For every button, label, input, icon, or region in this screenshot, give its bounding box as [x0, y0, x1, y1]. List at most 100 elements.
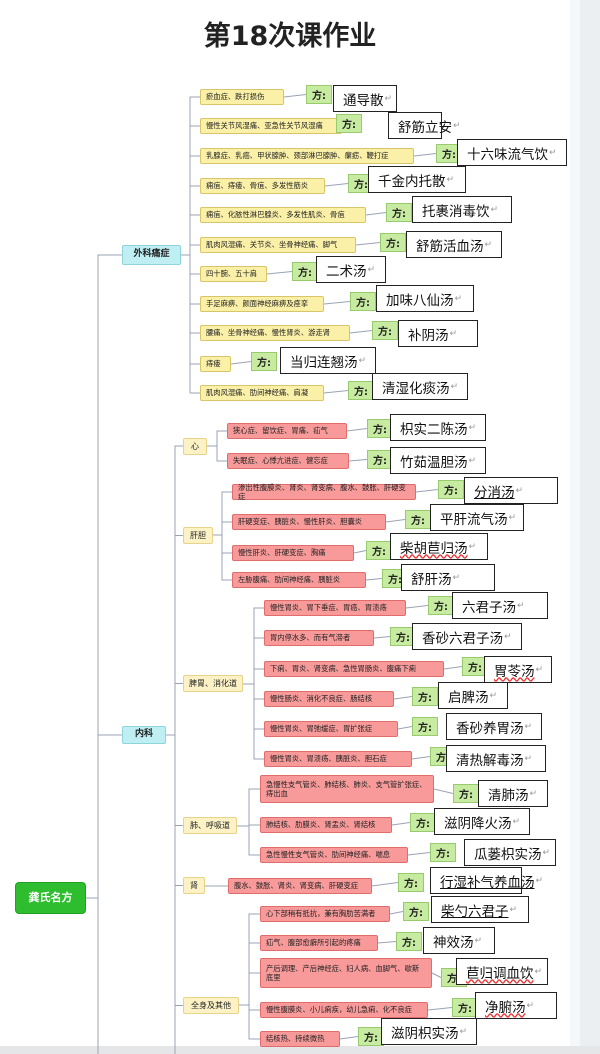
formula-textbox-r22[interactable]: 香砂养胃汤↵ — [446, 713, 542, 740]
formula-textbox-r18[interactable]: 六君子汤↵ — [452, 592, 548, 619]
condition-r12[interactable]: 狭心症、留饮症、胃痛、疝气 — [227, 423, 347, 439]
fang-label[interactable]: 方: — [412, 717, 438, 736]
formula-textbox-r19[interactable]: 香砂六君子汤↵ — [412, 623, 522, 650]
formula-textbox-r2[interactable]: 舒筋立安↵ — [388, 112, 461, 139]
subgroup-xin[interactable]: 心 — [183, 438, 207, 455]
formula-textbox-r6[interactable]: 舒筋活血汤↵ — [406, 231, 502, 258]
condition-r10[interactable]: 痔瘘 — [200, 356, 231, 372]
formula-textbox-r8[interactable]: 加味八仙汤↵ — [376, 285, 474, 312]
formula-textbox-r7[interactable]: 二术汤↵ — [316, 256, 386, 283]
subgroup-fei[interactable]: 肺、呼吸道 — [183, 817, 237, 834]
fang-label[interactable]: 方: — [430, 843, 456, 862]
formula-textbox-r30[interactable]: 苣归调血饮↵ — [456, 958, 548, 985]
formula-textbox-r17[interactable]: 舒肝汤↵ — [401, 564, 495, 591]
condition-r4[interactable]: 痈疽、痔瘘、骨疽、多发性筋炎 — [200, 178, 325, 194]
fang-label[interactable]: 方: — [438, 480, 464, 499]
fang-label[interactable]: 方: — [462, 657, 488, 676]
formula-textbox-r28[interactable]: 柴勺六君子↵ — [431, 896, 529, 923]
fang-label[interactable]: 方: — [251, 352, 277, 371]
fang-label[interactable]: 方: — [372, 321, 398, 340]
fang-label[interactable]: 方: — [405, 510, 431, 529]
condition-r15[interactable]: 肝硬变症、胰脏炎、慢性肝炎、胆囊炎 — [232, 514, 386, 530]
fang-label[interactable]: 方: — [453, 784, 479, 803]
fang-label[interactable]: 方: — [336, 114, 362, 133]
fang-label[interactable]: 方: — [410, 813, 436, 832]
formula-textbox-r32[interactable]: 滋阴枳实汤↵ — [381, 1018, 477, 1045]
paragraph-mark: ↵ — [453, 120, 461, 131]
fang-label[interactable]: 方: — [348, 381, 374, 400]
formula-textbox-r20[interactable]: 胃苓汤↵ — [484, 656, 552, 683]
condition-r23[interactable]: 慢性胃炎、胃溃疡、胰脏炎、胆石症 — [264, 751, 412, 767]
root-node[interactable]: 龚氏名方 — [15, 882, 86, 914]
fang-label[interactable]: 方: — [396, 932, 422, 951]
formula-textbox-r5[interactable]: 托裹消毒饮↵ — [412, 196, 512, 223]
condition-r5[interactable]: 痈疽、化脓性淋巴腺炎、多发性肌炎、骨疽 — [200, 207, 366, 223]
condition-r1[interactable]: 瘀血症、跌打损伤 — [200, 89, 284, 105]
formula-textbox-r1[interactable]: 通导散↵ — [333, 85, 397, 112]
condition-r22[interactable]: 慢性胃炎、胃弛缓症、胃扩张症 — [264, 721, 398, 737]
condition-r9[interactable]: 腰痛、坐骨神经痛、慢性肾炎、游走肾 — [200, 325, 350, 341]
condition-r30[interactable]: 产后调理、产后神经症、妇人病、血脚气、歇斯底里 — [260, 958, 432, 988]
fang-label[interactable]: 方: — [366, 541, 392, 560]
fang-label[interactable]: 方: — [398, 873, 424, 892]
formula-textbox-r23[interactable]: 清热解毒汤↵ — [446, 745, 546, 772]
formula-textbox-r15[interactable]: 平肝流气汤↵ — [430, 504, 524, 531]
formula-textbox-r25[interactable]: 滋阴降火汤↵ — [434, 808, 530, 835]
condition-r27[interactable]: 腹水、鼓胀、肾炎、肾变病、肝硬变症 — [228, 878, 372, 894]
subgroup-quanshen[interactable]: 全身及其他 — [183, 997, 239, 1014]
subgroup-piwei[interactable]: 脾胃、消化道 — [183, 675, 243, 692]
connector — [427, 1007, 453, 1011]
condition-r19[interactable]: 胃内停水多、而有气滞者 — [264, 630, 374, 646]
condition-r13[interactable]: 失眠症、心悸亢进症、健忘症 — [227, 453, 349, 469]
formula-textbox-r12[interactable]: 枳实二陈汤↵ — [390, 414, 486, 441]
condition-r2[interactable]: 慢性关节风湿痛、亚急性关节风湿痛 — [200, 118, 342, 134]
formula-textbox-r29[interactable]: 神效汤↵ — [423, 927, 495, 954]
fang-label[interactable]: 方: — [428, 596, 454, 615]
condition-r8[interactable]: 手足麻痹、颜面神经麻痹及痉挛 — [200, 296, 324, 312]
condition-r3[interactable]: 乳腺症、乳癌、甲状腺肿、颈部淋巴腺肿、瘰疬、鞭打症 — [200, 148, 414, 164]
condition-r28[interactable]: 心下部稍有抵抗，兼有胸肋苦满者 — [260, 906, 390, 922]
formula-textbox-r14[interactable]: 分消汤↵ — [464, 477, 558, 504]
category-waike[interactable]: 外科痛症 — [122, 245, 181, 265]
fang-label[interactable]: 方: — [412, 687, 438, 706]
vertical-scrollbar[interactable] — [580, 0, 600, 1054]
fang-label[interactable]: 方: — [306, 85, 332, 104]
condition-r31[interactable]: 慢性腹膜炎、小儿痢疾，幼儿急痢、化不良症 — [260, 1002, 428, 1018]
fang-label[interactable]: 方: — [367, 450, 393, 469]
condition-r18[interactable]: 慢性胃炎、胃下垂症、胃癌、胃溃疡 — [264, 600, 406, 616]
subgroup-gandan[interactable]: 肝胆 — [183, 527, 213, 544]
formula-textbox-r31[interactable]: 净腑汤↵ — [475, 992, 557, 1019]
condition-r20[interactable]: 下痢、胃炎、肾变病、急性胃肠炎、腹痛下痢 — [264, 661, 444, 677]
condition-r16[interactable]: 慢性肝炎、肝硬变症、胸痛 — [232, 545, 354, 561]
condition-r29[interactable]: 疝气、腹部愈癖所引起的疼痛 — [260, 935, 378, 951]
formula-textbox-r16[interactable]: 柴胡苣归汤↵ — [390, 533, 488, 560]
formula-textbox-r21[interactable]: 启脾汤↵ — [438, 682, 508, 709]
fang-label[interactable]: 方: — [292, 262, 318, 281]
formula-textbox-r13[interactable]: 竹茹温胆汤↵ — [390, 447, 486, 474]
formula-textbox-r10[interactable]: 当归连翘汤↵ — [280, 347, 376, 374]
formula-textbox-r11[interactable]: 清湿化痰汤↵ — [372, 373, 468, 400]
condition-r26[interactable]: 急性慢性支气管炎、肋间神经痛、喘息 — [260, 847, 408, 863]
formula-textbox-r24[interactable]: 清肺汤↵ — [478, 780, 548, 807]
fang-label[interactable]: 方: — [380, 233, 406, 252]
formula-textbox-r3[interactable]: 十六味流气饮↵ — [457, 139, 567, 166]
condition-r7[interactable]: 四十腕、五十肩 — [200, 266, 267, 282]
condition-r14[interactable]: 渗出性腹膜炎、肾炎、肾变病、腹水、鼓胀、肝硬变症 — [232, 483, 416, 501]
subgroup-shen[interactable]: 肾 — [183, 877, 205, 894]
fang-label[interactable]: 方: — [403, 902, 429, 921]
condition-r17[interactable]: 左胁腹痛、肋间神经痛、胰脏炎 — [232, 572, 366, 588]
category-neike[interactable]: 内科 — [122, 726, 166, 744]
formula-textbox-r9[interactable]: 补阴汤↵ — [398, 320, 478, 347]
condition-r32[interactable]: 结核热、持续微热 — [260, 1031, 340, 1047]
formula-textbox-r27[interactable]: 行湿补气养血汤↵ — [430, 867, 543, 894]
formula-textbox-r26[interactable]: 瓜蒌枳实汤↵ — [464, 839, 556, 866]
condition-r11[interactable]: 肌肉风湿痛、肋间神经痛、肩凝 — [200, 385, 324, 401]
fang-label[interactable]: 方: — [350, 292, 376, 311]
formula-textbox-r4[interactable]: 千金内托散↵ — [368, 166, 466, 193]
condition-r21[interactable]: 慢性肠炎、消化不良症、肠结核 — [264, 691, 394, 707]
condition-r24[interactable]: 急慢性支气管炎、肺结核、肺炎、支气管扩张症、痔出血 — [260, 775, 434, 803]
fang-label[interactable]: 方: — [436, 144, 462, 163]
fang-label[interactable]: 方: — [386, 203, 412, 222]
condition-r6[interactable]: 肌肉风湿痛、关节炎、坐骨神经痛、脚气 — [200, 237, 356, 253]
condition-r25[interactable]: 肺结核、肋膜炎、肾盂炎、肾结核 — [260, 817, 392, 833]
